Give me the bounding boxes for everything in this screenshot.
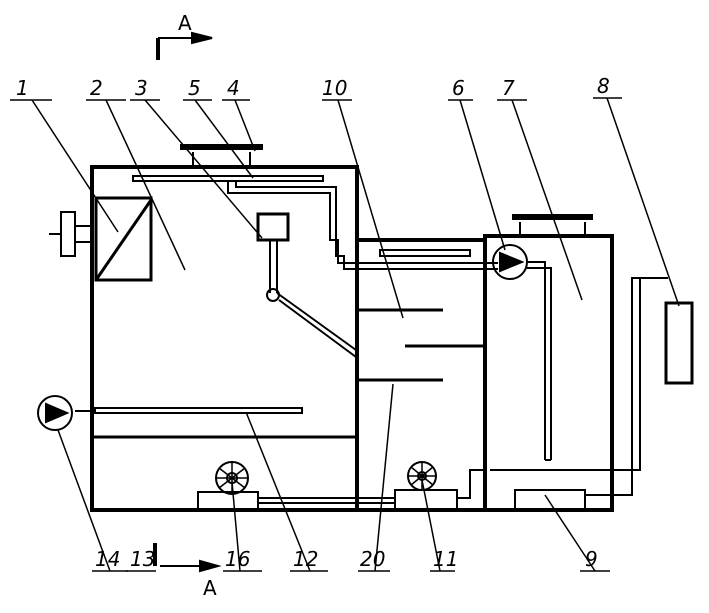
stirrer-16 — [197, 461, 259, 511]
label-2: 2 — [90, 76, 103, 100]
inlet-flange — [49, 211, 94, 257]
label-13: 13 — [130, 547, 155, 571]
section-marker-bottom — [153, 543, 222, 573]
pipe-to-8 — [585, 277, 668, 496]
label-6: 6 — [452, 76, 465, 100]
label-14: 14 — [95, 547, 120, 571]
label-11: 11 — [433, 547, 458, 571]
middle-top-pipe — [379, 249, 471, 257]
stirrer-11 — [394, 461, 458, 511]
section-label-bottom: A — [203, 576, 217, 600]
right-down-pipe — [527, 261, 552, 461]
label-5: 5 — [188, 76, 201, 100]
left-tank — [90, 165, 359, 512]
float-box — [256, 212, 290, 242]
middle-chamber — [355, 238, 487, 512]
leader-lines — [10, 97, 680, 572]
pump-6 — [492, 244, 528, 280]
label-3: 3 — [135, 76, 148, 100]
float-pivot — [266, 288, 280, 302]
label-10: 10 — [322, 76, 347, 100]
section-marker-top — [156, 31, 213, 60]
pump-14 — [37, 395, 73, 431]
label-20: 20 — [360, 547, 385, 571]
label-4: 4 — [227, 76, 240, 100]
label-group: A A 1 2 3 5 4 10 6 7 8 14 13 16 12 20 11… — [16, 11, 610, 600]
section-label-top: A — [178, 11, 192, 35]
filter-unit — [94, 196, 153, 282]
label-12: 12 — [293, 547, 318, 571]
aeration-pipe — [94, 407, 303, 414]
label-16: 16 — [225, 547, 250, 571]
device-8 — [664, 301, 694, 385]
label-7: 7 — [502, 76, 515, 100]
top-distribution-pipe — [132, 175, 324, 182]
bottom-unit-9 — [514, 489, 586, 511]
label-8: 8 — [597, 74, 610, 98]
label-9: 9 — [585, 547, 598, 571]
label-1: 1 — [16, 76, 29, 100]
